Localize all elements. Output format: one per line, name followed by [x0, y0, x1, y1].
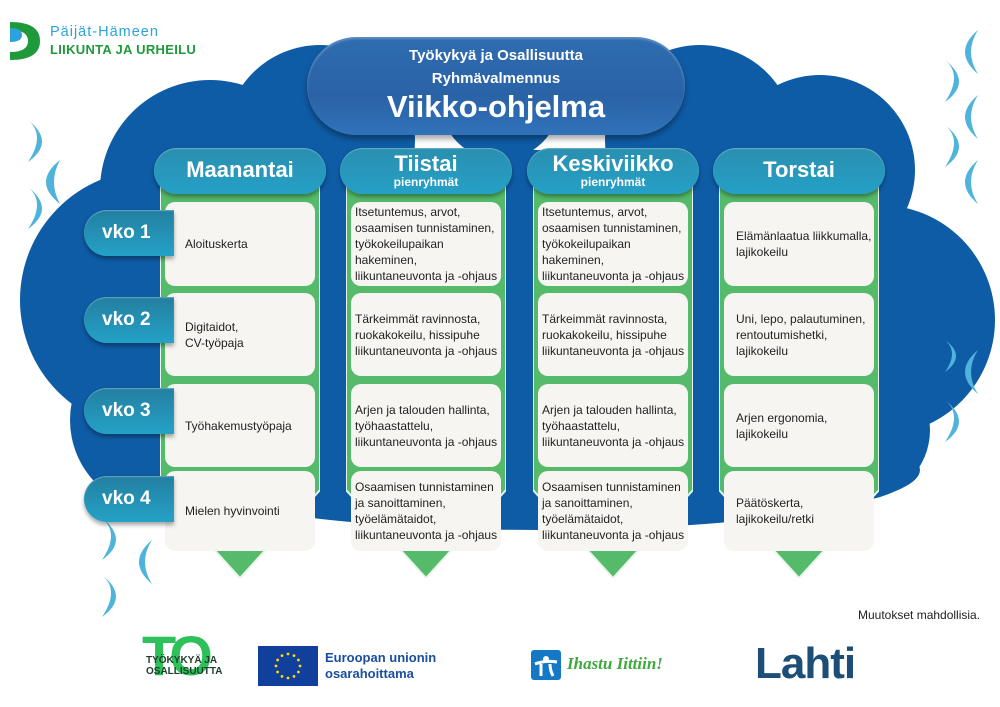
- eu-star-icon: [296, 658, 300, 662]
- to-logo-line-1: TYÖKYKYÄ JA: [146, 655, 218, 666]
- week-label-4: vko 4: [84, 476, 174, 522]
- schedule-card: Elämänlaatua liikkumalla, lajikokeilu: [724, 202, 874, 286]
- eu-funding-text: Euroopan unionin osarahoittama: [325, 650, 436, 682]
- schedule-card-text: Tärkeimmät ravinnosta, ruokakokeilu, his…: [542, 311, 685, 358]
- eu-star-icon: [276, 670, 280, 674]
- schedule-card-text: Arjen ja talouden hallinta, työhaastatte…: [542, 402, 685, 449]
- logo-line-1: Päijät-Hämeen: [50, 24, 159, 40]
- day-name: Keskiviikko: [552, 151, 674, 176]
- schedule-card: Aloituskerta: [165, 202, 315, 286]
- week-label-1: vko 1: [84, 210, 174, 256]
- day-name: Maanantai: [186, 157, 294, 182]
- schedule-card-text: Itsetuntemus, arvot, osaamisen tunnistam…: [355, 205, 498, 283]
- logo-line-2: LIIKUNTA JA URHEILU: [50, 42, 197, 57]
- day-column-tiistai: Itsetuntemus, arvot, osaamisen tunnistam…: [340, 148, 512, 578]
- schedule-card-text: Arjen ergonomia, lajikokeilu: [736, 410, 828, 441]
- eu-star-icon: [280, 674, 284, 678]
- eu-star-icon: [286, 676, 290, 680]
- schedule-card: Arjen ergonomia, lajikokeilu: [724, 384, 874, 467]
- schedule-card: Osaamisen tunnistaminen ja sanoittaminen…: [538, 471, 688, 551]
- schedule-card-text: Itsetuntemus, arvot, osaamisen tunnistam…: [542, 205, 685, 283]
- eu-flag-icon: [258, 646, 318, 686]
- schedule-card: Tärkeimmät ravinnosta, ruokakokeilu, his…: [538, 293, 688, 376]
- schedule-card-text: Osaamisen tunnistaminen ja sanoittaminen…: [355, 480, 498, 542]
- eu-star-icon: [292, 674, 296, 678]
- schedule-card-text: Uni, lepo, palautuminen, rentoutumishetk…: [736, 311, 866, 358]
- schedule-card: Itsetuntemus, arvot, osaamisen tunnistam…: [538, 202, 688, 286]
- schedule-card-text: Mielen hyvinvointi: [185, 504, 280, 518]
- eu-star-icon: [286, 652, 290, 656]
- to-logo-text: TYÖKYKYÄ JA OSALLISUUTTA: [146, 655, 222, 677]
- day-header: Torstai: [713, 148, 885, 194]
- schedule-card: Osaamisen tunnistaminen ja sanoittaminen…: [351, 471, 501, 551]
- eu-star-icon: [292, 654, 296, 658]
- logo-mark-icon: [10, 22, 40, 60]
- schedule-card: Digitaidot, CV-työpaja: [165, 293, 315, 376]
- schedule-card-text: Päätöskerta, lajikokeilu/retki: [736, 496, 815, 526]
- schedule-card-text: Digitaidot, CV-työpaja: [185, 319, 244, 350]
- schedule-card-text: Aloituskerta: [185, 237, 248, 251]
- day-name: Torstai: [763, 157, 835, 182]
- lahti-logo: Lahti: [755, 639, 856, 688]
- schedule-card: Työhakemustyöpaja: [165, 384, 315, 467]
- schedule-card-text: Elämänlaatua liikkumalla, lajikokeilu: [736, 229, 872, 259]
- eu-star-icon: [276, 658, 280, 662]
- title-banner: Työkykyä ja Osallisuutta Ryhmävalmennus …: [307, 37, 685, 135]
- eu-line-1: Euroopan unionin: [325, 650, 437, 665]
- iitti-logo-icon: [531, 650, 561, 680]
- day-column-keskiviikko: Itsetuntemus, arvot, osaamisen tunnistam…: [527, 148, 699, 578]
- schedule-card: Mielen hyvinvointi: [165, 471, 315, 551]
- schedule-card: Päätöskerta, lajikokeilu/retki: [724, 471, 874, 551]
- tyokykya-osallisuutta-logo: TO TYÖKYKYÄ JA OSALLISUUTTA: [142, 624, 222, 688]
- eu-star-icon: [298, 664, 302, 668]
- schedule-card: Arjen ja talouden hallinta, työhaastatte…: [538, 384, 688, 467]
- day-name: Tiistai: [394, 151, 458, 176]
- page-title: Viikko-ohjelma: [386, 89, 606, 124]
- title-line-2: Ryhmävalmennus: [431, 70, 561, 87]
- eu-line-2: osarahoittama: [325, 666, 414, 681]
- eu-star-icon: [296, 670, 300, 674]
- schedule-card-text: Osaamisen tunnistaminen ja sanoittaminen…: [542, 480, 685, 542]
- day-subtitle: pienryhmät: [393, 175, 459, 189]
- schedule-card-text: Työhakemustyöpaja: [185, 418, 292, 433]
- schedule-card: Tärkeimmät ravinnosta, ruokakokeilu, his…: [351, 293, 501, 376]
- changes-note: Muutokset mahdollisia.: [858, 608, 981, 622]
- eu-star-icon: [274, 664, 278, 668]
- schedule-card: Uni, lepo, palautuminen, rentoutumishetk…: [724, 293, 874, 376]
- to-logo-mark: TO: [142, 624, 213, 687]
- schedule-card-text: Tärkeimmät ravinnosta, ruokakokeilu, his…: [355, 311, 498, 358]
- schedule-card-text: Arjen ja talouden hallinta, työhaastatte…: [355, 402, 498, 449]
- title-line-1: Työkykyä ja Osallisuutta: [409, 47, 583, 64]
- eu-star-icon: [280, 654, 284, 658]
- week-label-3: vko 3: [84, 388, 174, 434]
- schedule-card: Itsetuntemus, arvot, osaamisen tunnistam…: [351, 202, 501, 286]
- paijat-hameen-logo: Päijät-Hämeen LIIKUNTA JA URHEILU: [8, 20, 198, 62]
- day-header: Maanantai: [154, 148, 326, 194]
- week-label-2: vko 2: [84, 297, 174, 343]
- day-subtitle: pienryhmät: [580, 175, 646, 189]
- to-logo-line-2: OSALLISUUTTA: [146, 666, 223, 677]
- crescent-decorations: [28, 30, 978, 617]
- schedule-card: Arjen ja talouden hallinta, työhaastatte…: [351, 384, 501, 467]
- ihastu-iittiin-text: Ihastu Iittiin!: [567, 654, 663, 673]
